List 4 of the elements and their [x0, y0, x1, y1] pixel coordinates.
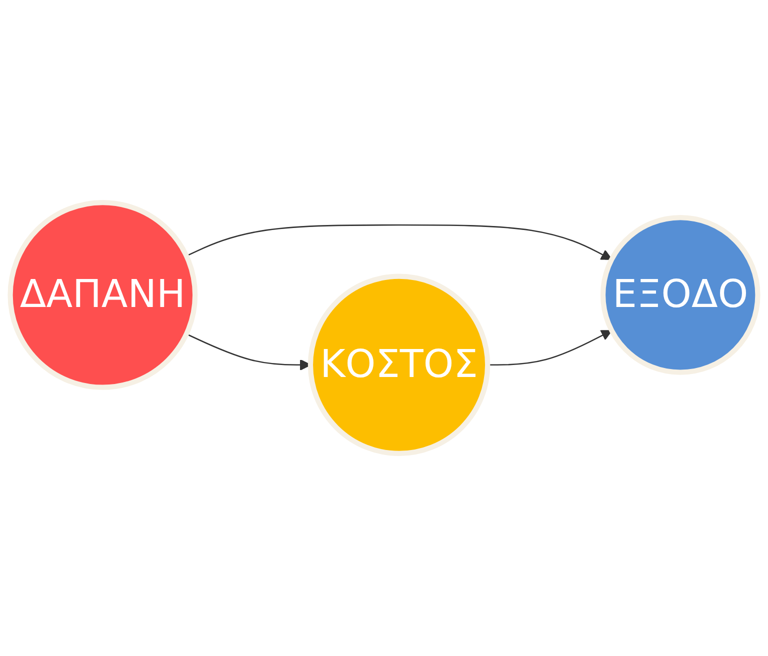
node-circle: ΕΞΟΔΟ	[600, 215, 760, 375]
node-circle: ΔΑΠΑΝΗ	[8, 200, 198, 390]
node-circle: ΚΟΣΤΟΣ	[308, 274, 490, 456]
arrow	[186, 224, 612, 260]
